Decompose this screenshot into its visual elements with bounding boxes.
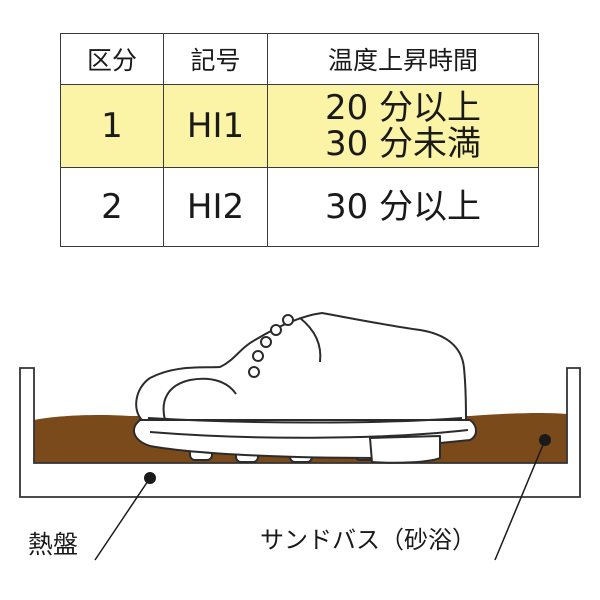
hot-plate-tray <box>19 367 581 498</box>
leader-sand-bath <box>494 434 551 561</box>
cell-category: 1 <box>60 84 164 168</box>
heat-insulation-table: 区分 記号 温度上昇時間 1 HI1 20 分以上 30 分未満 2 HI2 3… <box>60 33 539 247</box>
cell-time: 30 分以上 <box>267 167 539 247</box>
cell-time-line1: 30 分以上 <box>324 187 482 227</box>
label-sand-bath: サンドバス（砂浴） <box>260 526 476 554</box>
cell-time-line2: 30 分未満 <box>324 124 482 164</box>
cell-time-line1: 20 分以上 <box>324 88 482 128</box>
table-row: 2 HI2 30 分以上 <box>60 167 539 247</box>
header-category: 区分 <box>60 33 164 85</box>
cell-code: HI2 <box>163 167 268 247</box>
table-header-row: 区分 記号 温度上昇時間 <box>60 33 539 85</box>
header-temperature-rise-time: 温度上昇時間 <box>267 33 539 85</box>
leader-hot-plate <box>94 472 156 561</box>
table-row: 1 HI1 20 分以上 30 分未満 <box>60 84 539 168</box>
label-hot-plate: 熱盤 <box>28 530 79 559</box>
cell-code: HI1 <box>163 84 268 168</box>
header-code: 記号 <box>163 33 268 85</box>
safety-shoe <box>133 312 477 464</box>
cell-time: 20 分以上 30 分未満 <box>267 84 539 168</box>
cell-category: 2 <box>60 167 164 247</box>
